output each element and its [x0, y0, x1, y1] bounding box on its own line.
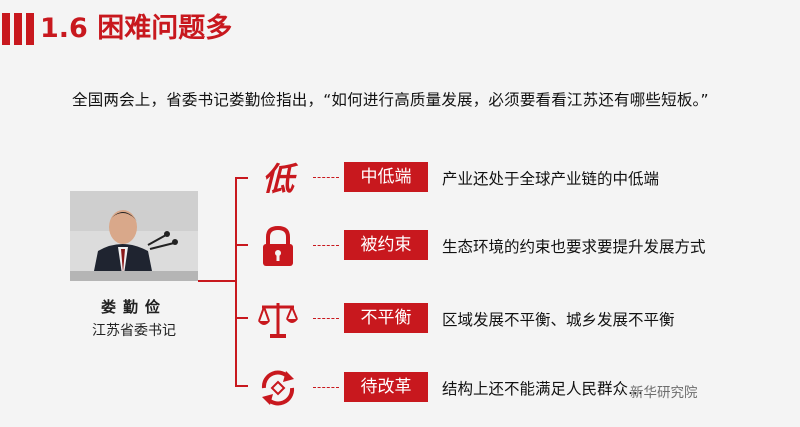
- low-glyph-icon: 低: [256, 156, 300, 200]
- desc-unbalanced: 区域发展不平衡、城乡发展不平衡: [442, 311, 675, 329]
- tag-constrained: 被约束: [344, 230, 428, 260]
- person-title: 江苏省委书记: [92, 323, 176, 339]
- svg-text:低: 低: [262, 160, 299, 198]
- tag-unbalanced: 不平衡: [344, 303, 428, 333]
- desc-low-end: 产业还处于全球产业链的中低端: [442, 170, 660, 188]
- recycle-arrows-icon: [256, 366, 300, 410]
- tag-low-end: 中低端: [344, 162, 428, 192]
- tag-to-reform: 待改革: [344, 372, 428, 402]
- dash-line: [313, 387, 339, 388]
- quote-text: 全国两会上，省委书记娄勤俭指出，“如何进行高质量发展，必须要看看江苏还有哪些短板…: [72, 91, 709, 109]
- dash-line: [313, 318, 339, 319]
- dash-line: [313, 177, 339, 178]
- lock-icon: [256, 224, 300, 268]
- scale-icon: [256, 297, 300, 341]
- desc-constrained: 生态环境的约束也要求要提升发展方式: [442, 238, 706, 256]
- section-title: 1.6 困难问题多: [40, 13, 233, 44]
- desc-to-reform: 结构上还不能满足人民群众...: [442, 380, 643, 398]
- watermark: 新华研究院: [630, 385, 698, 401]
- dash-line: [313, 245, 339, 246]
- person-name: 娄勤俭: [100, 298, 167, 316]
- title-accent-bars: [2, 13, 36, 45]
- portrait-photo: [70, 191, 198, 281]
